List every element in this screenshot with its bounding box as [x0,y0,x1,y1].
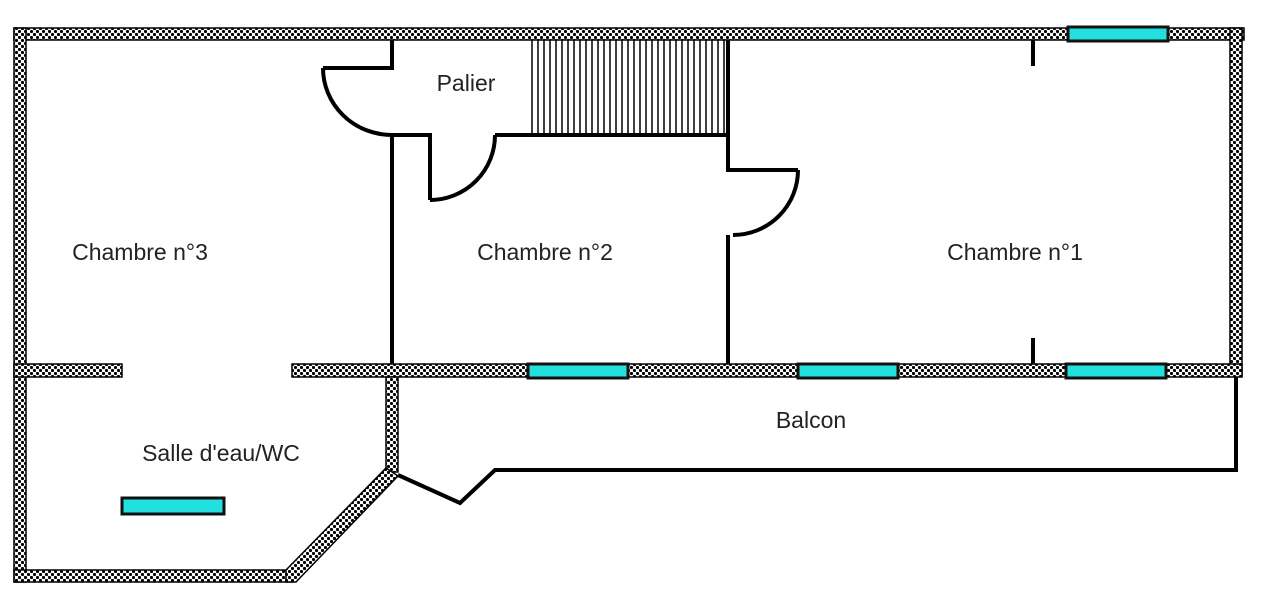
wall-right [1229,27,1243,377]
balcony-outline [397,377,1238,506]
door-chambre2-arc [429,134,497,202]
wall-left [13,27,27,583]
door-palier-arc [321,67,393,137]
wall-bottom [13,569,293,583]
wall-bathroom-right [385,376,399,473]
window-chambre2 [526,362,630,380]
wall-top [13,27,1245,41]
window-chambre1-b [1064,362,1168,380]
label-chambre2: Chambre n°2 [477,239,613,265]
window-chambre1-a [796,362,900,380]
label-chambre3: Chambre n°3 [72,239,208,265]
label-chambre1: Chambre n°1 [947,239,1083,265]
room-labels: Palier Chambre n°3 Chambre n°2 Chambre n… [72,70,1083,466]
label-salle-eau: Salle d'eau/WC [142,440,300,466]
label-palier: Palier [437,70,496,96]
window-top-chambre1 [1066,25,1170,43]
wall-middle-left [13,363,123,378]
window-salle-eau [120,496,226,516]
staircase: (function(){ const g=document.currentScr… [531,40,725,135]
wall-diagonal [285,467,400,583]
windows [120,25,1170,516]
interior-walls [321,40,1238,506]
label-balcon: Balcon [776,407,846,433]
door-chambre1-arc [732,169,800,237]
